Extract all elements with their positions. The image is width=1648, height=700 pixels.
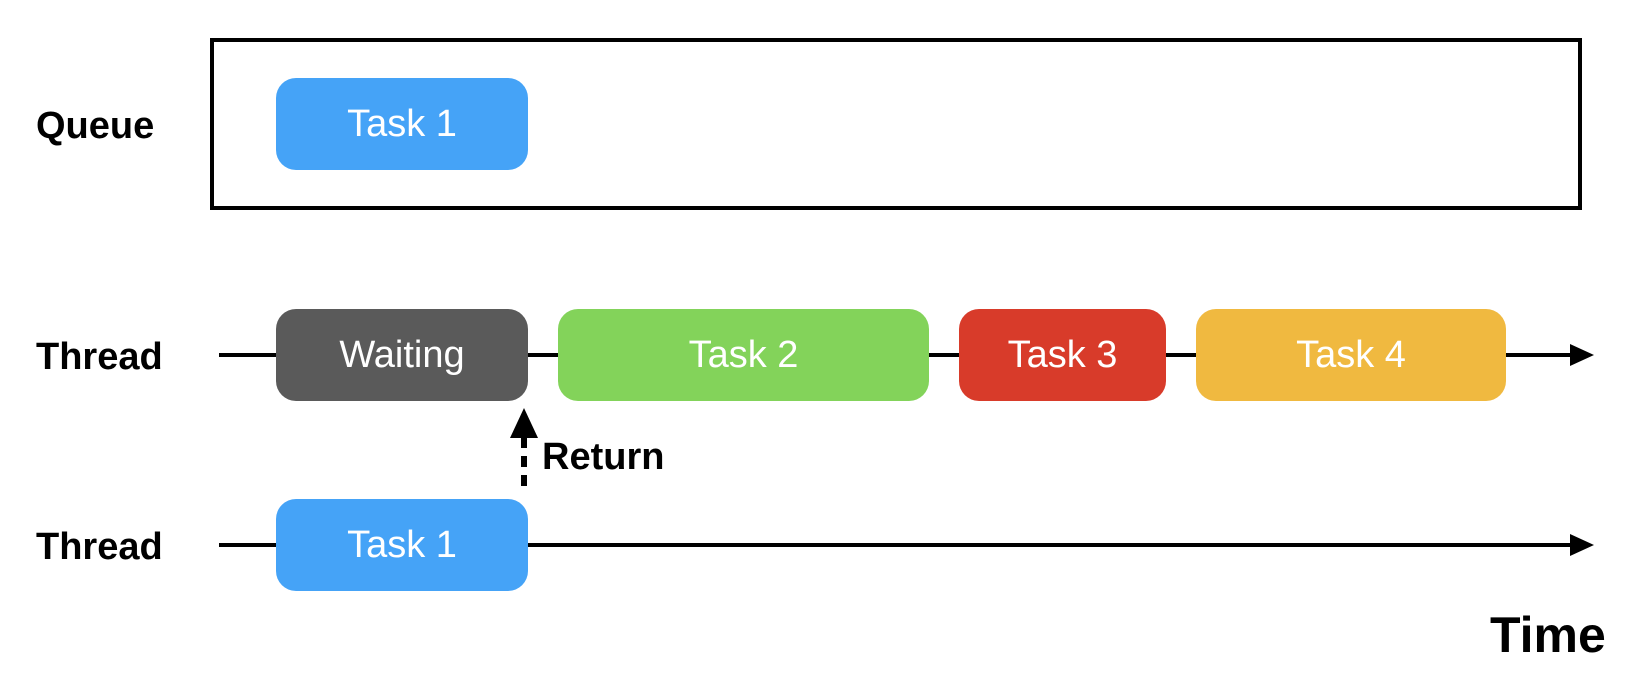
queue-label: Queue: [36, 105, 155, 147]
queue-task-1: Task 1: [276, 78, 528, 170]
waiting-block: Waiting: [276, 309, 528, 401]
worker-task-1: Task 1: [276, 499, 528, 591]
task-4-block: Task 4: [1196, 309, 1506, 401]
task-2-block: Task 2: [558, 309, 929, 401]
return-arrow-head: [510, 408, 538, 438]
main-thread-arrow-head: [1570, 344, 1594, 366]
time-axis-label: Time: [1490, 607, 1606, 663]
return-dashed-arrow: [521, 437, 527, 493]
thread-label-main: Thread: [36, 336, 163, 378]
queue-box: [210, 38, 1582, 210]
return-label: Return: [542, 436, 665, 478]
thread-label-worker: Thread: [36, 526, 163, 568]
task-3-block: Task 3: [959, 309, 1166, 401]
worker-thread-arrow-head: [1570, 534, 1594, 556]
worker-thread-timeline: [219, 543, 1579, 547]
